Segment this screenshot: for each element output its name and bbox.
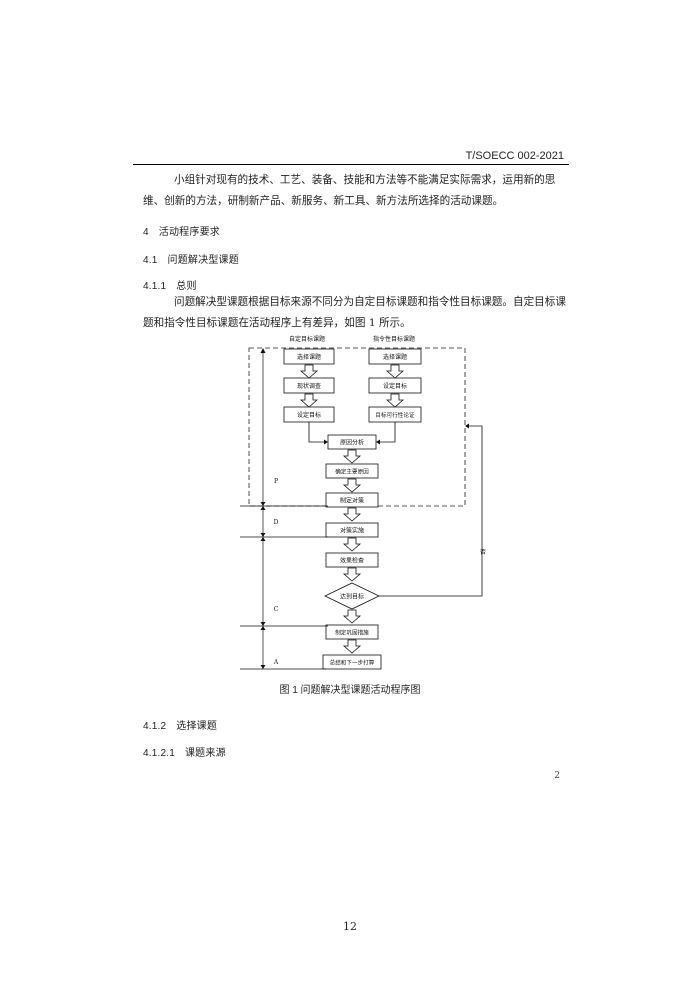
arrowhead-icon [260,626,266,630]
flowchart-diagram: 自定目标课题 指令性目标课题 选择课题 现状调查 设定目标 选择课题 设定目标 … [240,335,486,670]
arrow-down-icon [300,393,318,408]
arrowhead-icon [324,439,328,445]
body-paragraph: 问题解决型课题根据目标来源不同分为自定目标课题和指令性目标课题。自定目标课题和指… [143,296,566,329]
box-check-effect [325,552,379,568]
box-right-set-target-label: 设定目标 [383,382,407,390]
box-left-set-target-label: 设定目标 [297,411,321,419]
arrowhead-icon [260,348,266,353]
section-heading-4: 4 活动程序要求 [143,223,220,238]
col-right-title: 指令性目标课题 [373,335,415,343]
box-left-select-topic [283,348,335,365]
section-title: 课题来源 [184,748,226,759]
decision-target-reached [324,582,380,610]
arrowhead-icon [376,439,380,445]
box-summary-next [322,654,382,670]
arrow-down-icon [386,364,404,379]
arrowhead-icon [260,537,266,541]
box-left-status-survey-label: 现状调查 [297,382,321,390]
arrow-down-icon [343,507,361,522]
section-heading-4-1-1: 4.1.1 总则 [143,277,197,292]
arrowhead-icon [260,502,266,506]
arrow-down-icon [343,639,361,654]
box-implement-measures [325,522,379,538]
box-right-set-target [368,377,422,394]
feedback-loop-line [379,425,483,597]
decision-label: 达到目标 [340,593,364,601]
section-number: 4.1.1 [143,281,167,292]
arrow-down-icon [343,609,361,624]
arrow-down-icon [343,537,361,552]
box-summary-next-label: 总结和下一步打算 [330,659,375,667]
section-title: 问题解决型课题 [167,255,239,266]
box-main-causes-label: 确定主要原因 [335,468,369,476]
figure-caption: 图 1 问题解决型课题活动程序图 [279,685,421,696]
arrow-down-icon [300,364,318,379]
merge-line-left [308,422,324,443]
section-title: 总则 [176,281,197,292]
section-number: 4 [143,227,149,238]
section-heading-4-1: 4.1 问题解决型课题 [143,251,239,266]
arrowhead-icon [465,423,469,429]
section-title: 选择课题 [176,721,218,732]
section-number: 4.1.2.1 [143,748,175,759]
box-right-select-topic [368,348,422,365]
box-check-effect-label: 效果检查 [340,557,364,565]
box-make-measures [325,492,379,508]
arrow-down-icon [343,478,361,493]
page-number: 12 [343,920,357,933]
arrow-down-icon [343,449,361,464]
col-left-title: 自定目标课题 [289,335,325,343]
box-consolidation-label: 制定巩固措施 [335,629,369,637]
box-left-status-survey [283,377,335,394]
document-code: T/SOECC 002-2021 [465,150,564,162]
feedback-no-label: 否 [480,549,486,556]
arrowhead-icon [260,622,266,626]
phase-label-d: D [274,519,279,526]
box-right-select-topic-label: 选择课题 [383,353,407,361]
intro-paragraph: 小组针对现有的技术、工艺、装备、技能和方法等不能满足实际需求，运用新的思维、创新… [143,174,556,207]
box-cause-analysis [327,434,377,450]
box-implement-measures-label: 对策实施 [340,527,364,535]
box-right-feasibility-label: 目标可行性论证 [375,411,415,419]
section-number: 4.1 [143,255,158,266]
section-heading-4-1-2: 4.1.2 选择课题 [143,717,217,732]
box-consolidation [325,624,379,640]
section-number: 4.1.2 [143,721,167,732]
box-main-causes [325,463,379,479]
inner-page-number: 2 [554,771,560,781]
header-rule [133,164,569,165]
phase-label-p: P [274,478,278,485]
section-title: 活动程序要求 [158,227,220,238]
box-cause-analysis-label: 原因分析 [340,439,364,447]
section-heading-4-1-2-1: 4.1.2.1 课题来源 [143,744,226,759]
phase-label-a: A [273,659,279,666]
arrow-down-icon [343,567,361,582]
box-left-select-topic-label: 选择课题 [297,353,321,361]
arrowhead-icon [260,665,266,669]
plan-phase-dashed-frame [248,347,466,507]
phase-label-c: C [274,606,279,613]
arrowhead-icon [260,533,266,537]
box-make-measures-label: 制定对策 [340,497,364,505]
arrow-down-icon [386,393,404,408]
arrowhead-icon [260,506,266,510]
merge-line-right [380,422,396,443]
